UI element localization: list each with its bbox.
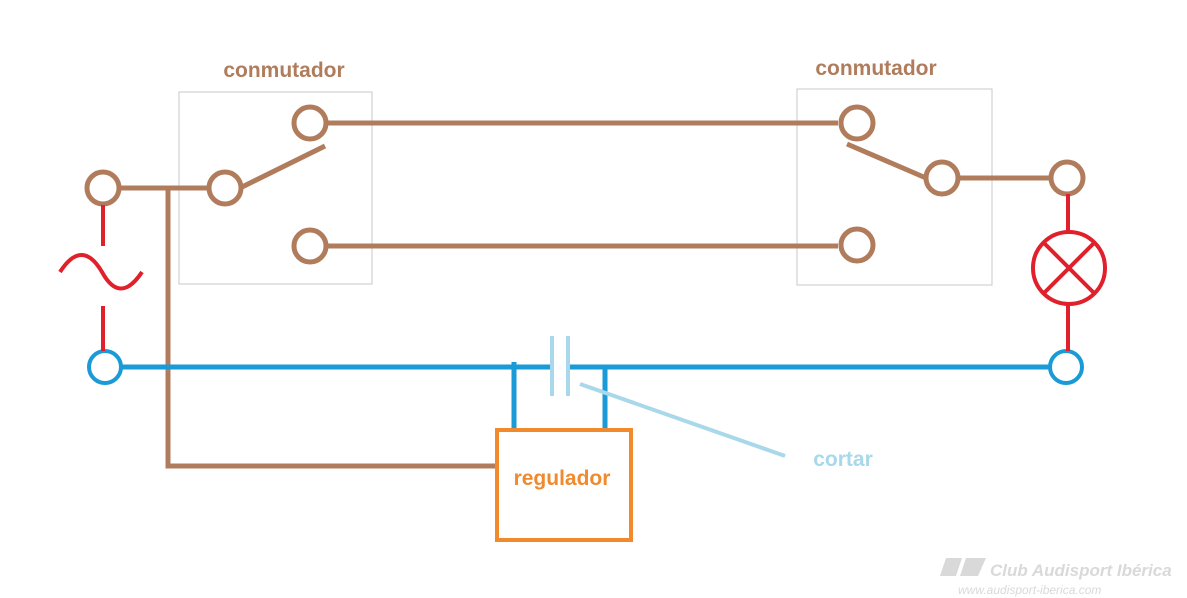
cut-gap-icon — [550, 336, 570, 396]
terminal-right-bottom — [838, 226, 876, 264]
switch-box-right — [796, 88, 993, 286]
terminal-right-common — [923, 159, 961, 197]
regulator-label: regulador — [514, 467, 611, 490]
cut-pointer — [579, 382, 786, 458]
terminal-left-common — [206, 169, 244, 207]
terminal-source-phase — [84, 169, 122, 207]
watermark-title: Club Audisport Ibérica — [990, 561, 1172, 580]
watermark-logo — [940, 558, 986, 576]
switch-label-left: conmutador — [223, 59, 344, 82]
terminal-lamp-neutral — [1048, 349, 1084, 385]
regulator-box — [495, 428, 633, 542]
terminal-lamp-phase — [1048, 159, 1086, 197]
ac-source-icon — [58, 205, 144, 351]
terminals — [84, 104, 1086, 265]
switch-label-right: conmutador — [815, 57, 936, 80]
terminal-left-top — [291, 104, 329, 142]
watermark-url: www.audisport-iberica.com — [958, 583, 1101, 597]
terminal-right-top — [838, 104, 876, 142]
neutral-wire — [121, 362, 1050, 428]
cut-label: cortar — [813, 448, 873, 471]
lamp-icon — [1031, 194, 1107, 351]
terminal-source-neutral — [87, 349, 123, 385]
switch-lever-right — [846, 141, 927, 181]
terminal-left-bottom — [291, 227, 329, 265]
phase-wires — [120, 120, 1050, 469]
switch-lever-left — [240, 143, 327, 190]
wire-to-regulator — [165, 188, 497, 469]
